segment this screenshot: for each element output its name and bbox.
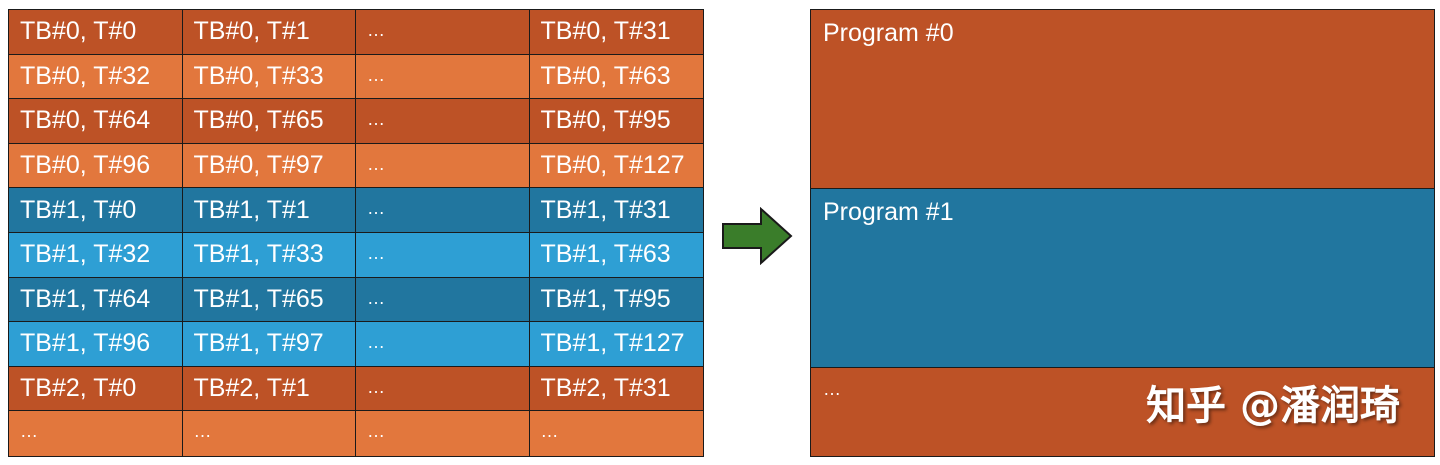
grid-cell: TB#0, T#31	[529, 10, 703, 55]
grid-cell: TB#0, T#95	[529, 99, 703, 144]
grid-cell: …	[529, 411, 703, 456]
right-arrow-icon	[722, 207, 793, 265]
grid-cell: …	[356, 232, 530, 278]
watermark: 知乎 @潘润琦	[1146, 383, 1400, 429]
program-block-1: Program #1	[811, 189, 1434, 368]
grid-cell: TB#0, T#64	[9, 99, 183, 144]
grid-cell: TB#0, T#97	[182, 143, 356, 189]
grid-cell: …	[356, 188, 530, 233]
grid-cell: …	[356, 322, 530, 367]
grid-cell: …	[9, 411, 183, 456]
grid-cell: …	[356, 277, 530, 323]
grid-cell: TB#1, T#33	[182, 232, 356, 278]
program-block-more: … 知乎 @潘润琦	[811, 368, 1434, 456]
grid-cell: …	[356, 143, 530, 189]
grid-cell: TB#1, T#63	[529, 232, 703, 278]
grid-cell: TB#1, T#64	[9, 277, 183, 323]
program-blocks: Program #0 Program #1 … 知乎 @潘润琦	[810, 9, 1435, 457]
program-label: Program #1	[823, 198, 954, 226]
grid-cell: TB#0, T#32	[9, 54, 183, 100]
grid-cell: TB#1, T#127	[529, 322, 703, 367]
grid-cell: TB#1, T#1	[182, 188, 356, 233]
program-label: …	[823, 379, 841, 399]
grid-cell: TB#2, T#31	[529, 366, 703, 412]
grid-cell: TB#1, T#65	[182, 277, 356, 323]
grid-cell: TB#1, T#0	[9, 188, 183, 233]
grid-cell: …	[356, 54, 530, 100]
grid-cell: TB#0, T#63	[529, 54, 703, 100]
grid-cell: TB#1, T#95	[529, 277, 703, 323]
grid-cell: TB#0, T#65	[182, 99, 356, 144]
grid-cell: TB#2, T#1	[182, 366, 356, 412]
grid-cell: …	[356, 411, 530, 456]
grid-cell: TB#2, T#0	[9, 366, 183, 412]
grid-cell: …	[356, 10, 530, 55]
grid-cell: TB#1, T#96	[9, 322, 183, 367]
arrow-shape	[722, 207, 793, 265]
grid-cell: TB#0, T#1	[182, 10, 356, 55]
grid-cell: …	[356, 99, 530, 144]
grid-cell: TB#1, T#31	[529, 188, 703, 233]
grid-cell: …	[356, 366, 530, 412]
grid-cell: TB#0, T#33	[182, 54, 356, 100]
program-label: Program #0	[823, 19, 954, 47]
grid-cell: TB#1, T#97	[182, 322, 356, 367]
grid-cell: TB#0, T#127	[529, 143, 703, 189]
grid-cell: TB#0, T#0	[9, 10, 183, 55]
grid-cell: …	[182, 411, 356, 456]
grid-cell: TB#0, T#96	[9, 143, 183, 189]
program-block-0: Program #0	[811, 10, 1434, 189]
grid-cell: TB#1, T#32	[9, 232, 183, 278]
